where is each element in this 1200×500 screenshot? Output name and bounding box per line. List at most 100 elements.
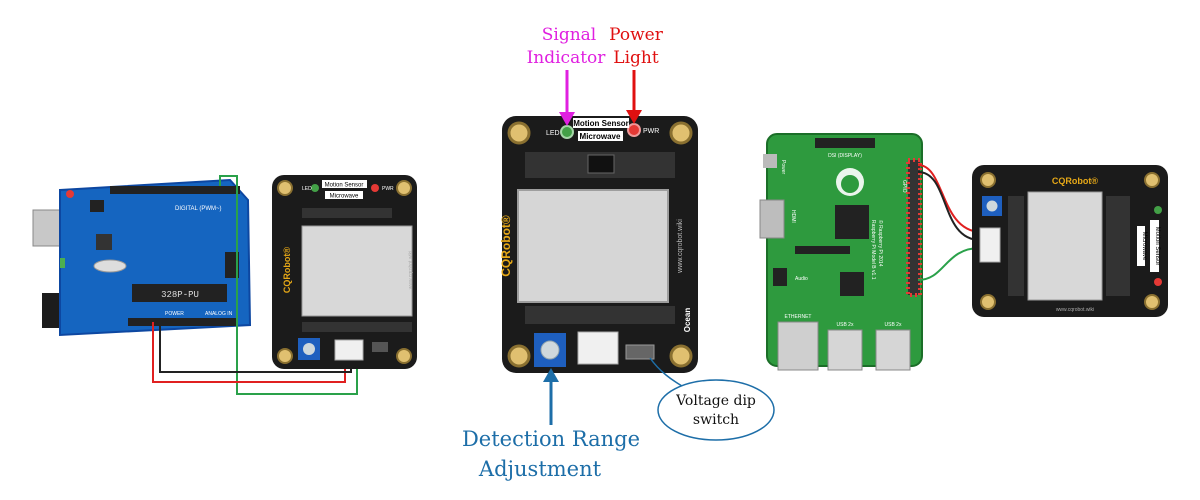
ethernet-port — [777, 321, 819, 371]
chip-label: 328P-PU — [161, 290, 199, 300]
title-box — [322, 180, 367, 188]
hdmi-port — [759, 199, 785, 239]
power-label: Power — [780, 160, 786, 175]
dsi-connector — [815, 138, 875, 148]
dsi-label: DSI (DISPLAY) — [828, 153, 862, 159]
subtitle-box — [578, 131, 623, 141]
led-indicator — [311, 184, 319, 192]
callout-detection-range: Detection Range Adjustment — [462, 368, 640, 481]
icsp-header — [90, 200, 104, 212]
led-indicator — [1154, 206, 1162, 214]
sensor-right: CQRobot® Microwave Motion Sensor www.cqr… — [972, 165, 1168, 317]
component-column — [1008, 196, 1024, 296]
mount-hole — [396, 180, 412, 196]
brand-label: CQRobot® — [1052, 176, 1099, 186]
range-label-line1: Detection Range — [462, 427, 640, 451]
micro-usb — [763, 154, 777, 168]
sensor-left: LED PWR Motion Sensor Microwave CQRobot®… — [272, 175, 417, 369]
sensor-title: Motion Sensor — [325, 183, 364, 189]
subtitle-box — [325, 191, 363, 199]
dip-switch — [372, 342, 388, 352]
power-arrow-head — [626, 110, 642, 124]
raspberry-logo-inner — [841, 175, 859, 193]
brand-vertical: CQRobot® — [282, 247, 292, 294]
audio-label: Audio — [795, 276, 808, 282]
sensor-subtitle: Microwave — [580, 132, 621, 141]
mount-hole — [507, 121, 531, 145]
signal-wire-green — [917, 247, 981, 281]
jst-connector — [979, 227, 1001, 263]
potentiometer-knob — [540, 340, 560, 360]
pwr-indicator — [1154, 278, 1162, 286]
dip-bubble — [657, 379, 775, 441]
power-led — [627, 123, 641, 137]
csi-connector — [795, 246, 850, 254]
led-label: LED — [546, 130, 560, 137]
usb-port-2 — [875, 329, 911, 371]
dip-pointer — [649, 357, 683, 387]
reset-button — [66, 190, 74, 198]
sensor-subtitle: Microwave — [1141, 232, 1147, 261]
mount-hole — [507, 344, 531, 368]
component-cluster-bottom — [525, 306, 675, 324]
sensor-title: Motion Sensor — [573, 119, 629, 128]
dip-label-line2: switch — [693, 412, 739, 428]
callout-signal-indicator: Signal Indicator — [527, 25, 607, 126]
title-box — [573, 118, 629, 128]
mount-hole — [1144, 172, 1160, 188]
gpio-header — [908, 160, 920, 295]
soc-chip — [835, 205, 869, 239]
website-vertical: www.cqrobot.wiki — [677, 219, 684, 274]
component-row — [302, 322, 412, 332]
vcc-wire-red — [917, 164, 981, 233]
arduino-board: 328P-PU DIGITAL (PWM~) POWER ANALOG IN — [32, 178, 252, 337]
mount-hole — [980, 172, 996, 188]
signal-label-line2: Indicator — [527, 48, 607, 68]
arduino-led — [60, 258, 65, 268]
potentiometer-knob — [303, 343, 315, 355]
mount-hole — [669, 121, 693, 145]
atmega-chip — [132, 284, 227, 302]
power-label-line2: Light — [613, 48, 659, 68]
lan-chip — [840, 272, 864, 296]
component-column — [1106, 196, 1130, 296]
model-line2: © Raspberry Pi 2014 — [877, 220, 884, 267]
amplifier-chip — [587, 154, 615, 174]
analog-label: ANALOG IN — [205, 311, 233, 317]
component-row — [302, 208, 392, 218]
microwave-antenna — [517, 189, 669, 303]
ethernet-label: ETHERNET — [785, 314, 812, 320]
range-arrow-head — [543, 368, 559, 382]
callout-voltage-dip: Voltage dip switch — [649, 357, 775, 441]
audio-jack — [773, 268, 787, 286]
dip-switch — [625, 344, 655, 360]
raspberry-pi-board: DSI (DISPLAY) GPIO Power HDMI Audio Rasp… — [759, 133, 923, 371]
title-box — [1150, 220, 1159, 272]
pwr-label: PWR — [643, 128, 659, 135]
mount-hole — [1144, 294, 1160, 310]
usb-label-1: USB 2x — [837, 322, 854, 328]
power-label-line1: Power — [609, 25, 664, 45]
usb-port-1 — [827, 329, 863, 371]
hdmi-label: HDMI — [790, 210, 796, 223]
mount-hole — [396, 348, 412, 364]
gnd-wire-black — [917, 171, 981, 241]
microwave-antenna — [301, 225, 413, 317]
crystal — [93, 259, 127, 273]
mount-hole — [669, 344, 693, 368]
mount-hole — [980, 294, 996, 310]
digital-label: DIGITAL (PWM~) — [175, 206, 222, 212]
callout-power-light: Power Light — [609, 25, 664, 124]
digital-header — [110, 186, 240, 194]
sensor-subtitle: Microwave — [330, 194, 359, 200]
model-line1: Raspberry Pi Model B v1.1 — [870, 220, 876, 280]
jst-connector — [577, 331, 619, 365]
signal-label-line1: Signal — [542, 25, 597, 45]
jst-connector — [334, 339, 364, 361]
brand-vertical: CQRobot® — [499, 215, 513, 277]
dip-label-line1: Voltage dip — [675, 393, 756, 409]
led-label: LED — [302, 186, 312, 192]
small-ic — [96, 234, 112, 250]
website-label: www.cqrobot.wiki — [1056, 307, 1094, 313]
